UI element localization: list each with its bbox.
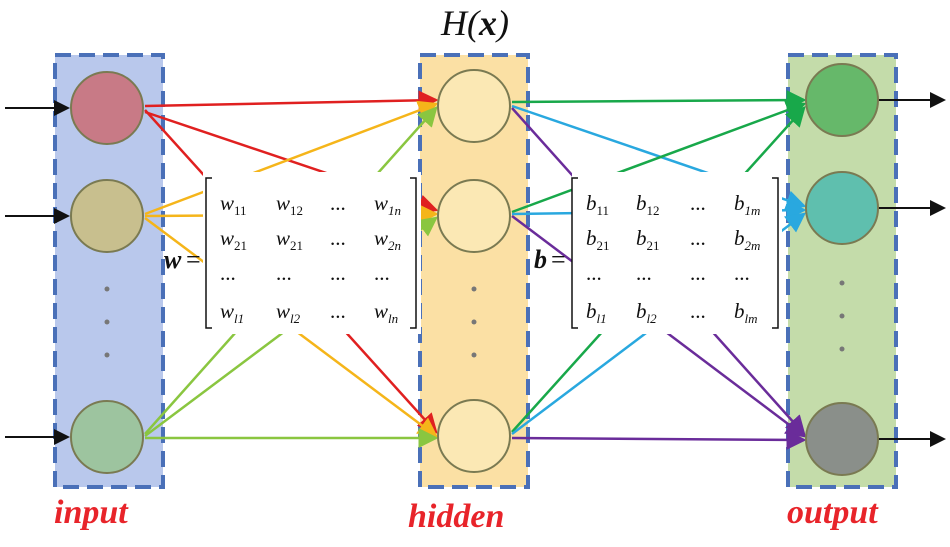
weights_matrix-cell-r3-c4: ... [374, 261, 390, 285]
bias_matrix-cell-r4-c3: ... [690, 299, 706, 323]
weights_matrix-cell-r4-c3: ... [330, 299, 346, 323]
hidden-label: hidden [408, 498, 505, 535]
weight-right-bracket [410, 177, 417, 329]
bias_matrix-cell-r2-c3: ... [690, 226, 706, 250]
output-node-2 [805, 171, 879, 245]
output-ellipsis-dots [839, 280, 845, 352]
bias_matrix-cell-r3-c1: ... [586, 261, 602, 285]
weight-symbol: w [164, 245, 182, 274]
function-symbol: H [441, 3, 467, 43]
bias_matrix-cell-r1-c1: b11 [586, 191, 609, 218]
input-ellipsis-dots [104, 286, 110, 358]
weights_matrix-cell-r3-c3: ... [330, 261, 346, 285]
bias_matrix-cell-r3-c2: ... [636, 261, 652, 285]
weights_matrix-cell-r1-c4: w1n [374, 191, 401, 218]
weights_matrix-cell-r3-c1: ... [220, 261, 236, 285]
bias_matrix-cell-r1-c4: b1m [734, 191, 760, 218]
bias_matrix-cell-r3-c4: ... [734, 261, 750, 285]
weights_matrix-cell-r2-c4: w2n [374, 226, 401, 253]
bias_matrix-cell-r4-c2: bl2 [636, 299, 657, 326]
edge-hid3-out3 [511, 429, 807, 450]
weights_matrix-cell-r4-c2: wl2 [276, 299, 301, 326]
hidden-node-3 [437, 399, 511, 473]
input-node-2 [70, 179, 144, 253]
hidden-node-1 [437, 69, 511, 143]
weights_matrix-cell-r1-c2: w12 [276, 191, 303, 218]
bias_matrix-cell-r2-c4: b2m [734, 226, 760, 253]
weights_matrix-cell-r2-c1: w21 [220, 226, 247, 253]
weights_matrix-cell-r4-c1: wl1 [220, 299, 244, 326]
bias_matrix-cell-r3-c3: ... [690, 261, 706, 285]
weights_matrix-cell-r3-c2: ... [276, 261, 292, 285]
bias_matrix-cell-r4-c1: bl1 [586, 299, 607, 326]
edge-hid1-out1 [511, 90, 807, 111]
bias-symbol: b [534, 245, 547, 274]
weights_matrix-cell-r2-c2: w21 [276, 226, 303, 253]
weights_matrix-cell-r1-c1: w11 [220, 191, 247, 218]
weights_matrix-cell-r2-c3: ... [330, 226, 346, 250]
bias-matrix: b = b11 b12... b1m b21 b21... b2m............… [534, 172, 782, 334]
bias_matrix-cell-r2-c1: b21 [586, 226, 610, 253]
weight-equals: = [186, 245, 201, 274]
weights_matrix-cell-r1-c3: ... [330, 191, 346, 215]
hidden-function-title: H(x) [441, 3, 509, 43]
output-node-3 [805, 402, 879, 476]
weight-left-bracket [205, 177, 212, 329]
hidden-ellipsis-dots [471, 286, 477, 358]
input-node-1 [70, 71, 144, 145]
output-label: output [787, 494, 878, 531]
weights_matrix-cell-r4-c4: wln [374, 299, 398, 326]
edge-in2-hid1 [144, 100, 439, 216]
edge-hid2-out1 [511, 100, 807, 214]
weight-matrix: w = w11 w12... w1n w21 w21... w2n............… [164, 172, 421, 334]
edge-in1-hid1 [144, 90, 439, 111]
bias_matrix-cell-r1-c3: ... [690, 191, 706, 215]
function-argument: x [479, 3, 497, 43]
bias-left-bracket [571, 177, 578, 329]
output-node-1 [805, 63, 879, 137]
bias_matrix-cell-r1-c2: b12 [636, 191, 660, 218]
bias-right-bracket [772, 177, 779, 329]
hidden-node-2 [437, 179, 511, 253]
bias_matrix-cell-r4-c4: blm [734, 299, 758, 326]
bias_matrix-cell-r2-c2: b21 [636, 226, 660, 253]
bias-equals: = [551, 245, 566, 274]
input-node-3 [70, 400, 144, 474]
input-label: input [54, 494, 128, 531]
